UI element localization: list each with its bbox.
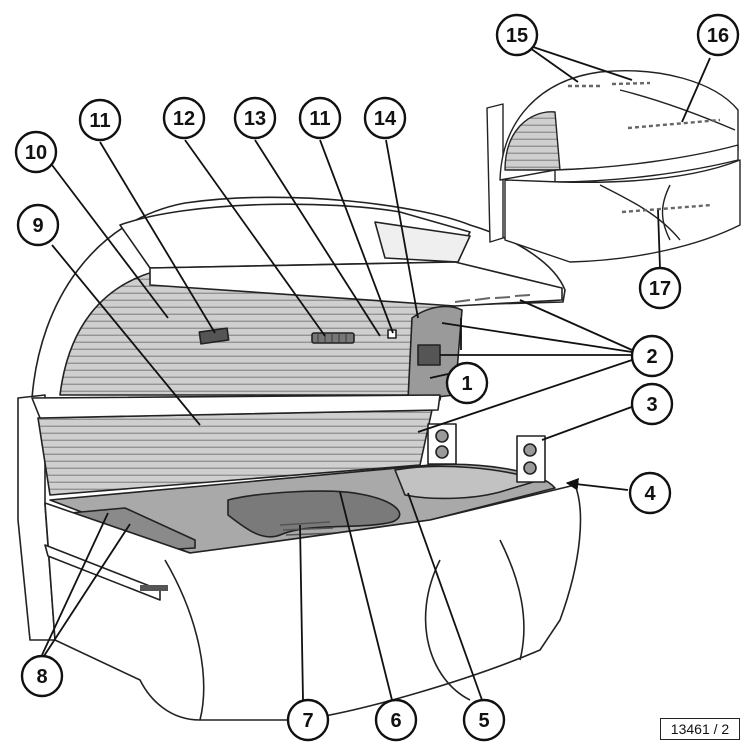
inset-top-curve bbox=[619, 89, 736, 131]
leader-16 bbox=[681, 57, 711, 123]
canopy-lower-bar bbox=[31, 394, 441, 419]
svg-text:8: 8 bbox=[36, 666, 47, 688]
canopy-fan-grille bbox=[311, 332, 355, 344]
callout-1: 1 bbox=[445, 361, 489, 405]
bed-pillow bbox=[227, 490, 401, 538]
inset-canopy-band bbox=[554, 144, 739, 183]
leader-9 bbox=[51, 244, 201, 426]
leader-2b bbox=[441, 322, 633, 353]
face-lamp-upper bbox=[417, 344, 441, 366]
callout-12: 12 bbox=[162, 96, 206, 140]
canopy-edge-slots bbox=[454, 294, 531, 303]
canopy-front-edge bbox=[149, 261, 563, 307]
leader-11b bbox=[319, 139, 394, 334]
leader-6 bbox=[339, 491, 393, 701]
leader-3 bbox=[541, 404, 638, 441]
main-unit bbox=[17, 196, 582, 721]
leader-15a bbox=[529, 47, 579, 83]
svg-text:6: 6 bbox=[390, 710, 401, 732]
callout-4: 4 bbox=[628, 471, 672, 515]
speaker-right-cone-bottom bbox=[523, 461, 537, 475]
svg-text:7: 7 bbox=[302, 710, 313, 732]
inset-closed-unit bbox=[486, 70, 741, 263]
leader-10 bbox=[51, 164, 169, 319]
inset-vent-16 bbox=[627, 118, 721, 130]
figure-reference-number: 13461 / 2 bbox=[660, 718, 740, 740]
svg-text:13: 13 bbox=[244, 108, 266, 130]
leader-5 bbox=[407, 492, 483, 701]
inset-arch-window bbox=[504, 111, 561, 171]
svg-text:5: 5 bbox=[478, 710, 489, 732]
leader-lines bbox=[41, 45, 711, 701]
bench-front-curve-c bbox=[499, 539, 525, 661]
leader-4 bbox=[565, 478, 629, 491]
leader-2d bbox=[417, 359, 633, 433]
bench-front-curve-b bbox=[424, 559, 471, 701]
svg-text:10: 10 bbox=[25, 142, 47, 164]
callout-16: 16 bbox=[696, 13, 740, 57]
bench-lower-drawer bbox=[44, 544, 161, 601]
svg-text:2: 2 bbox=[646, 346, 657, 368]
svg-text:11: 11 bbox=[89, 110, 110, 132]
bench-front-curve-a bbox=[164, 559, 205, 721]
callout-10: 10 bbox=[14, 130, 58, 174]
svg-text:12: 12 bbox=[173, 108, 195, 130]
leader-15b bbox=[529, 45, 633, 81]
inset-front-curve bbox=[599, 184, 681, 241]
inset-left-frame bbox=[486, 103, 504, 243]
svg-text:9: 9 bbox=[32, 215, 43, 237]
leader-11a bbox=[99, 141, 216, 334]
inset-vent-17 bbox=[621, 203, 713, 214]
svg-text:14: 14 bbox=[374, 108, 397, 130]
leader-17 bbox=[657, 209, 661, 269]
callout-13: 13 bbox=[233, 96, 277, 140]
callout-2: 2 bbox=[630, 334, 674, 378]
svg-text:11: 11 bbox=[309, 108, 330, 130]
callout-6: 6 bbox=[374, 698, 418, 742]
inset-center-curve bbox=[661, 184, 671, 241]
speaker-left-cone-bottom bbox=[435, 445, 449, 459]
leader-12 bbox=[184, 139, 326, 337]
callout-7: 7 bbox=[286, 698, 330, 742]
bench-front-body bbox=[44, 484, 582, 721]
speaker-right bbox=[516, 435, 546, 483]
leader-8b bbox=[43, 523, 131, 657]
leader-13 bbox=[254, 139, 381, 337]
svg-text:16: 16 bbox=[707, 25, 729, 47]
leader-7 bbox=[299, 524, 304, 701]
callout-15: 15 bbox=[495, 13, 539, 57]
callout-9: 9 bbox=[16, 203, 60, 247]
callout-5: 5 bbox=[462, 698, 506, 742]
svg-text:4: 4 bbox=[644, 483, 656, 505]
speaker-left-cone-top bbox=[435, 429, 449, 443]
callout-11-left: 11 bbox=[78, 98, 122, 142]
callout-8: 8 bbox=[20, 654, 64, 698]
speaker-right-cone-top bbox=[523, 443, 537, 457]
leader-8a bbox=[41, 512, 109, 656]
inset-vent-15 bbox=[568, 81, 651, 88]
svg-text:3: 3 bbox=[646, 394, 657, 416]
callout-17: 17 bbox=[638, 266, 682, 310]
callout-14: 14 bbox=[363, 96, 407, 140]
svg-text:1: 1 bbox=[461, 373, 472, 395]
bench-footplate bbox=[140, 585, 168, 591]
callout-11-right: 11 bbox=[298, 96, 342, 140]
leader-2a bbox=[519, 299, 633, 351]
callout-3: 3 bbox=[630, 382, 674, 426]
svg-text:17: 17 bbox=[649, 278, 671, 300]
leader-1a bbox=[429, 373, 449, 379]
svg-text:15: 15 bbox=[506, 25, 528, 47]
leader-14 bbox=[385, 139, 419, 319]
